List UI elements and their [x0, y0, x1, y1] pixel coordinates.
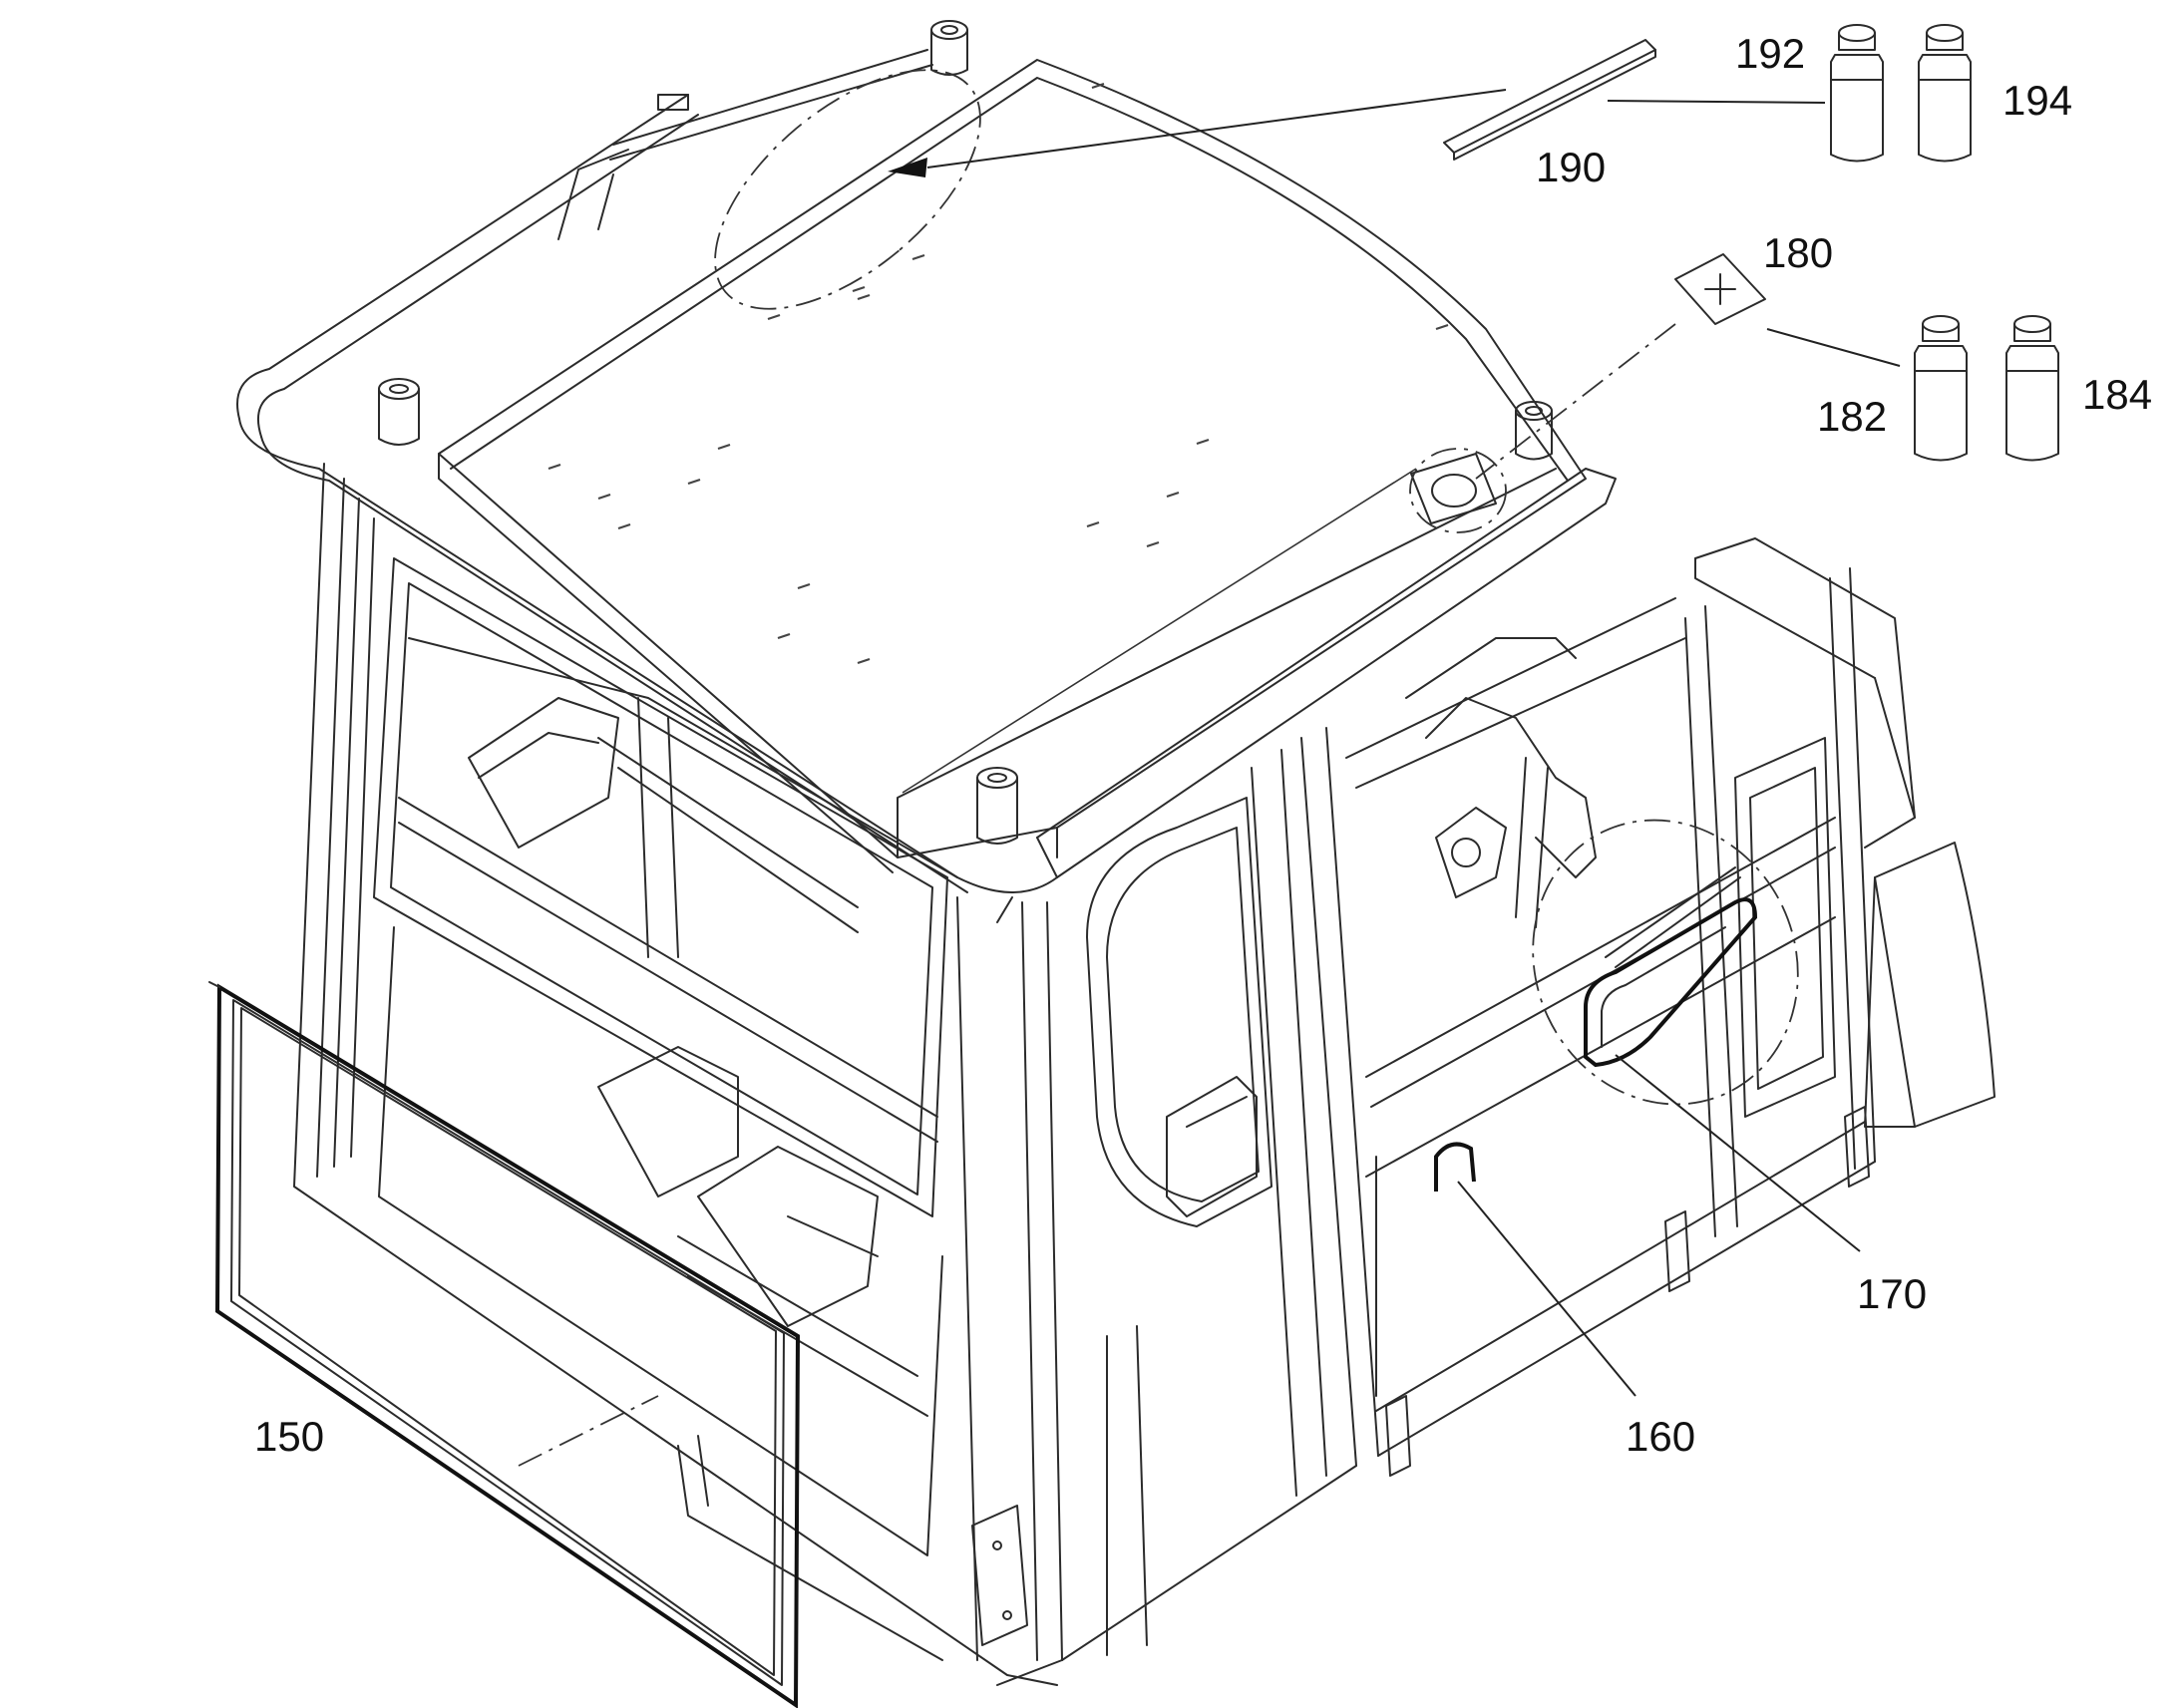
reference-numerals: 150 160 170 180 182 184 190 192 194 — [254, 30, 2152, 1460]
label-160: 160 — [1626, 1413, 1695, 1460]
roof-slots — [547, 82, 1449, 665]
part-160-handle — [1434, 1142, 1476, 1192]
window-seal-150 — [208, 981, 801, 1708]
label-194: 194 — [2002, 77, 2072, 124]
part-190-strip — [1443, 39, 1656, 161]
roof-posts — [378, 20, 1553, 845]
label-170: 170 — [1857, 1270, 1927, 1317]
bottle-192 — [1830, 24, 1884, 163]
post-front-left — [378, 378, 420, 446]
label-150: 150 — [254, 1413, 324, 1460]
post-rear-right — [1515, 401, 1553, 461]
part-170-seal — [1532, 819, 1799, 1106]
roll-bar — [236, 49, 1617, 893]
label-182: 182 — [1817, 393, 1887, 440]
label-180: 180 — [1763, 229, 1833, 276]
post-front-right — [976, 767, 1018, 845]
label-184: 184 — [2082, 371, 2152, 418]
post-rear-left — [930, 20, 968, 76]
cab-roof — [438, 59, 1587, 873]
bottle-184 — [2005, 315, 2059, 462]
cab-body — [293, 463, 1996, 1686]
bottle-194 — [1918, 24, 1972, 163]
arrow-head — [888, 158, 927, 177]
leader-160 — [1457, 1181, 1636, 1397]
part-180-plate — [1475, 253, 1766, 480]
roof-hatch — [1409, 448, 1507, 533]
label-192: 192 — [1735, 30, 1805, 77]
part-190-location — [714, 69, 1507, 310]
leader-182 — [1766, 328, 1901, 367]
bottle-182 — [1914, 315, 1968, 462]
leader-170 — [1615, 1054, 1861, 1252]
leader-192 — [1607, 100, 1826, 104]
leader-lines — [1457, 100, 1901, 1397]
label-190: 190 — [1536, 144, 1606, 190]
